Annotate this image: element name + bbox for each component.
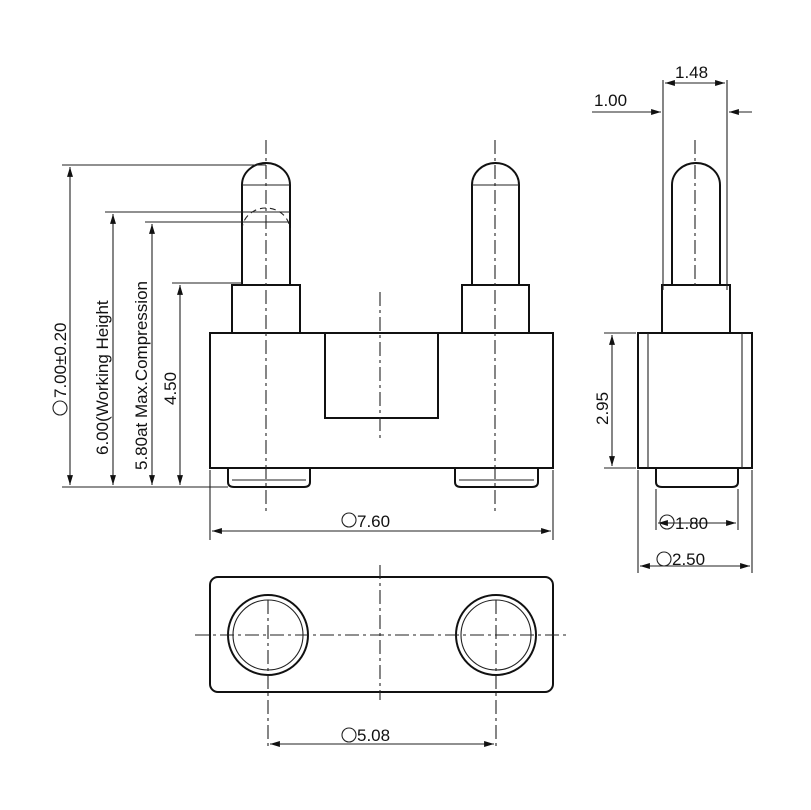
- width-label: 7.60: [357, 512, 390, 531]
- pitch-label: 5.08: [357, 726, 390, 745]
- height-4-50-label: 4.50: [161, 372, 180, 405]
- m-symbol-icon: [341, 727, 357, 743]
- front-view: [209, 140, 554, 515]
- housing-slot: [324, 333, 439, 419]
- max-compression-label: 5.80at Max.Compression: [132, 281, 151, 470]
- right-pin: [454, 162, 539, 488]
- height-dimensions: 7.00±0.20 6.00(Working Height 5.80at Max…: [51, 164, 290, 488]
- m-symbol-icon: [341, 512, 357, 528]
- width-dimension: 7.60: [209, 470, 554, 540]
- m-symbol-icon: [659, 514, 675, 530]
- working-height-label: 6.00(Working Height: [93, 300, 112, 455]
- barrel-diameter-label: 1.48: [675, 63, 708, 82]
- side-height-label: 2.95: [593, 392, 612, 425]
- thickness-label: 2.50: [672, 550, 705, 569]
- bottom-view: 5.08: [195, 565, 570, 750]
- tail-diameter-label: 1.80: [675, 514, 708, 533]
- m-symbol-icon: [52, 400, 68, 416]
- plunger-diameter-label: 1.00: [594, 91, 627, 110]
- m-symbol-icon: [656, 551, 672, 567]
- side-view: 1.48 1.00 2.95 1.80 2.50: [592, 63, 753, 573]
- housing-body: [209, 332, 554, 469]
- overall-height-label: 7.00±0.20: [51, 322, 70, 398]
